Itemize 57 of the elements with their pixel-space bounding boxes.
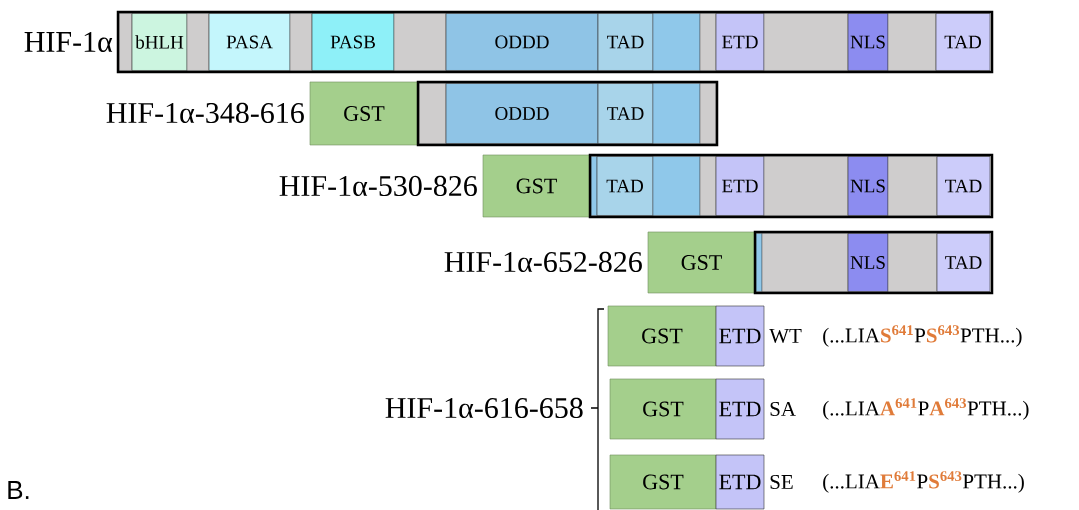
domain-box: GST — [609, 454, 717, 510]
domain-box: ETD — [715, 13, 765, 71]
construct-label: HIF-1α-652-826 — [444, 251, 642, 273]
linker-segment — [699, 13, 717, 71]
domain-box: PASB — [311, 13, 395, 71]
domain-box: TAD — [935, 13, 991, 71]
construct-label: HIF-1α-616-658 — [385, 397, 583, 419]
domain-box: NLS — [847, 13, 889, 71]
construct-outline — [588, 153, 994, 219]
domain-box: GST — [482, 154, 591, 218]
domain-box: TAD — [596, 156, 654, 216]
domain-box: PASA — [208, 13, 291, 71]
linker-segment — [652, 13, 701, 71]
sequence-text: (...LIAA$^{641}$PA$^{643}$PTH...) — [823, 398, 1029, 420]
construct-label: HIF-1α — [24, 31, 113, 53]
construct-label: HIF-1α-348-616 — [106, 102, 304, 124]
construct-outline — [416, 80, 719, 147]
domain-box: ETD — [715, 305, 765, 367]
panel-label: B. — [8, 481, 29, 499]
domain-box: ETD — [715, 378, 765, 440]
sequence-text: (...LIAE$^{641}$PS$^{643}$PTH...) — [823, 471, 1024, 493]
linker-segment — [699, 83, 717, 144]
variant-label: SA — [770, 401, 796, 417]
domain-box: TAD — [597, 83, 654, 144]
linker-segment — [652, 156, 701, 216]
linker-segment — [887, 233, 938, 292]
domain-box: TAD — [936, 156, 991, 216]
domain-box: NLS — [847, 156, 889, 216]
domain-box: ODDD — [445, 83, 599, 144]
variant-label: WT — [769, 328, 802, 343]
domain-box: GST — [647, 231, 756, 294]
linker-segment — [761, 233, 849, 292]
domain-box: NLS — [847, 233, 889, 292]
linker-segment — [418, 83, 447, 144]
construct-label: HIF-1α-530-826 — [279, 175, 477, 197]
linker-segment — [652, 83, 701, 144]
linker-segment — [393, 13, 447, 71]
construct-outline — [753, 230, 994, 295]
linker-segment — [887, 156, 938, 216]
domain-box: TAD — [936, 233, 991, 292]
domain-box: ETD — [715, 454, 765, 510]
domain-box: TAD — [597, 13, 654, 71]
domain-box: GST — [609, 378, 717, 440]
domain-box: GST — [607, 305, 717, 367]
domain-box: ODDD — [445, 13, 599, 71]
variant-label: SE — [770, 474, 793, 490]
linker-segment — [887, 13, 937, 71]
domain-box: bHLH — [131, 13, 188, 71]
linker-segment — [763, 13, 849, 71]
linker-segment — [763, 156, 849, 216]
linker-segment — [186, 13, 210, 71]
domain-box: GST — [309, 81, 419, 146]
construct-outline — [116, 10, 994, 74]
linker-segment — [699, 156, 717, 216]
linker-segment — [289, 13, 313, 71]
domain-box: ETD — [715, 156, 765, 216]
sequence-text: (...LIAS$^{641}$PS$^{643}$PTH...) — [823, 325, 1022, 347]
